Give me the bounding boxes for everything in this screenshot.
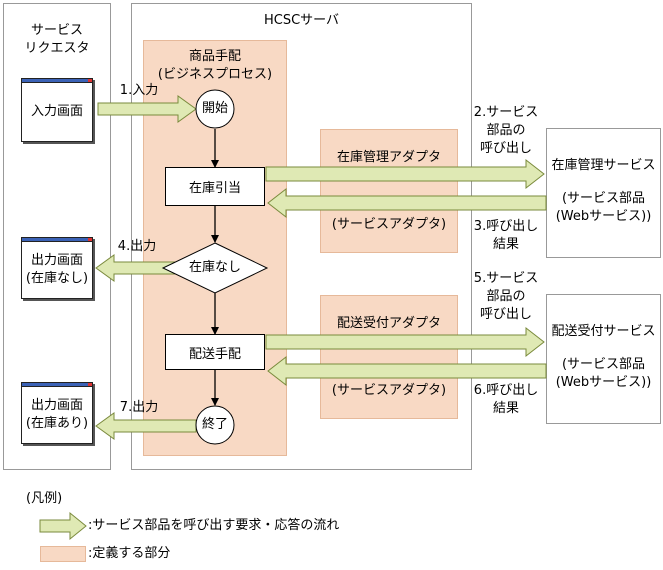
step1-label: 1.入力 bbox=[119, 83, 159, 98]
output-no-stock-line2: (在庫なし) bbox=[25, 271, 89, 286]
process-title-line2: (ビジネスプロセス) bbox=[157, 67, 273, 82]
requester-title-line1: サービス bbox=[30, 23, 83, 38]
step5-line3: 呼び出し bbox=[479, 307, 532, 322]
delivery-service-sub2: (Webサービス)) bbox=[555, 375, 652, 390]
window-titlebar bbox=[22, 238, 92, 242]
delivery-adapter-sub: (サービスアダプタ) bbox=[331, 383, 447, 398]
step2-line2: 部品の bbox=[486, 123, 526, 138]
start-label: 開始 bbox=[201, 101, 228, 116]
stock-service-sub1: (サービス部品 bbox=[561, 191, 646, 206]
step7-label: 7.出力 bbox=[119, 400, 159, 415]
stock-adapter-title: 在庫管理アダプタ bbox=[336, 150, 441, 165]
step6-line2: 結果 bbox=[492, 401, 519, 416]
delivery-service-sub1: (サービス部品 bbox=[561, 357, 646, 372]
decision-no-stock-shape bbox=[161, 242, 269, 294]
process-title-line1: 商品手配 bbox=[188, 49, 241, 64]
arrow-step2 bbox=[265, 158, 545, 190]
end-shape bbox=[195, 405, 235, 445]
legend-title: (凡例) bbox=[26, 491, 63, 506]
stock-service-sub2: (Webサービス)) bbox=[555, 209, 652, 224]
output-in-stock-line2: (在庫あり) bbox=[25, 416, 89, 431]
step4-label: 4.出力 bbox=[117, 239, 157, 254]
legend-arrow-desc: :サービス部品を呼び出す要求・応答の流れ bbox=[88, 518, 340, 533]
step2-line3: 呼び出し bbox=[479, 141, 532, 156]
output-in-stock-window: 出力画面 (在庫あり) bbox=[21, 382, 93, 444]
window-titlebar bbox=[22, 79, 92, 83]
delivery-service bbox=[546, 294, 661, 424]
end-label: 終了 bbox=[201, 417, 228, 432]
input-screen-window: 入力画面 bbox=[21, 78, 93, 142]
step3-line2: 結果 bbox=[492, 237, 519, 252]
no-stock-label: 在庫なし bbox=[188, 260, 241, 275]
stock-adapter bbox=[320, 129, 458, 253]
input-screen-label: 入力画面 bbox=[30, 104, 83, 119]
requester-title-line2: リクエスタ bbox=[24, 41, 90, 56]
delivery-service-title: 配送受付サービス bbox=[551, 324, 656, 339]
output-no-stock-window: 出力画面 (在庫なし) bbox=[21, 237, 93, 299]
stock-adapter-sub: (サービスアダプタ) bbox=[331, 217, 447, 232]
legend-box-desc: :定義する部分 bbox=[88, 546, 171, 561]
output-in-stock-line1: 出力画面 bbox=[30, 398, 83, 413]
delivery-label: 配送手配 bbox=[188, 346, 241, 362]
stock-draw-step: 在庫引当 bbox=[165, 167, 265, 206]
stock-draw-label: 在庫引当 bbox=[188, 181, 241, 196]
arrow-step4 bbox=[95, 254, 183, 282]
step3-line1: 3.呼び出し bbox=[473, 219, 539, 234]
legend-defined-swatch bbox=[40, 546, 86, 562]
delivery-step: 配送手配 bbox=[165, 334, 265, 370]
arrow-step6 bbox=[267, 355, 547, 387]
arrow-step7 bbox=[95, 412, 197, 440]
step2-line1: 2.サービス bbox=[473, 105, 539, 120]
step5-line2: 部品の bbox=[486, 289, 526, 304]
window-titlebar bbox=[22, 383, 92, 387]
output-no-stock-line1: 出力画面 bbox=[30, 253, 83, 268]
delivery-adapter bbox=[320, 295, 458, 419]
arrow-step1 bbox=[97, 95, 197, 123]
arrow-step5 bbox=[265, 326, 545, 358]
stock-service-title: 在庫管理サービス bbox=[551, 158, 656, 173]
start-shape bbox=[195, 89, 235, 129]
stock-service bbox=[546, 128, 661, 258]
step6-line1: 6.呼び出し bbox=[473, 383, 539, 398]
arrow-step3 bbox=[267, 187, 547, 219]
legend-arrow bbox=[39, 511, 87, 541]
step5-line1: 5.サービス bbox=[473, 271, 539, 286]
server-title: HCSCサーバ bbox=[263, 13, 340, 28]
delivery-adapter-title: 配送受付アダプタ bbox=[336, 316, 441, 331]
